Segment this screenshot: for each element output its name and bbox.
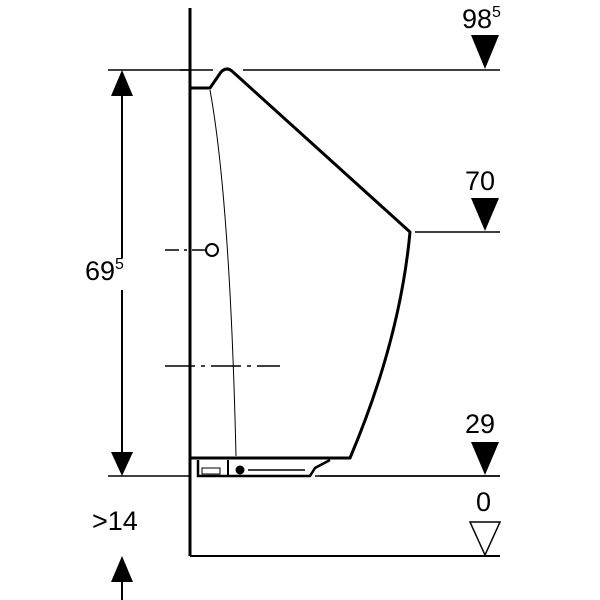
level-label-70: 70 [465,166,496,196]
dimension-label-floor-gap: >14 [92,506,138,536]
inlet-icon [205,243,219,257]
urinal-outline [190,67,412,460]
level-label-0: 0 [476,487,492,517]
urinal-inner-contour [209,89,237,457]
level-marker-98 [471,35,499,69]
level-label-29: 29 [465,409,496,439]
level-marker-70 [471,198,499,231]
level-marker-29 [471,442,499,475]
dimension-label-height: 695 [85,256,124,286]
level-marker-0 [468,521,502,557]
waste-fitting [196,458,331,478]
arrow-up-icon [111,70,133,96]
level-label-98: 985 [462,4,501,34]
arrow-down-icon [111,452,133,476]
outlet-icon [235,465,245,475]
arrow-up-icon [111,556,133,582]
